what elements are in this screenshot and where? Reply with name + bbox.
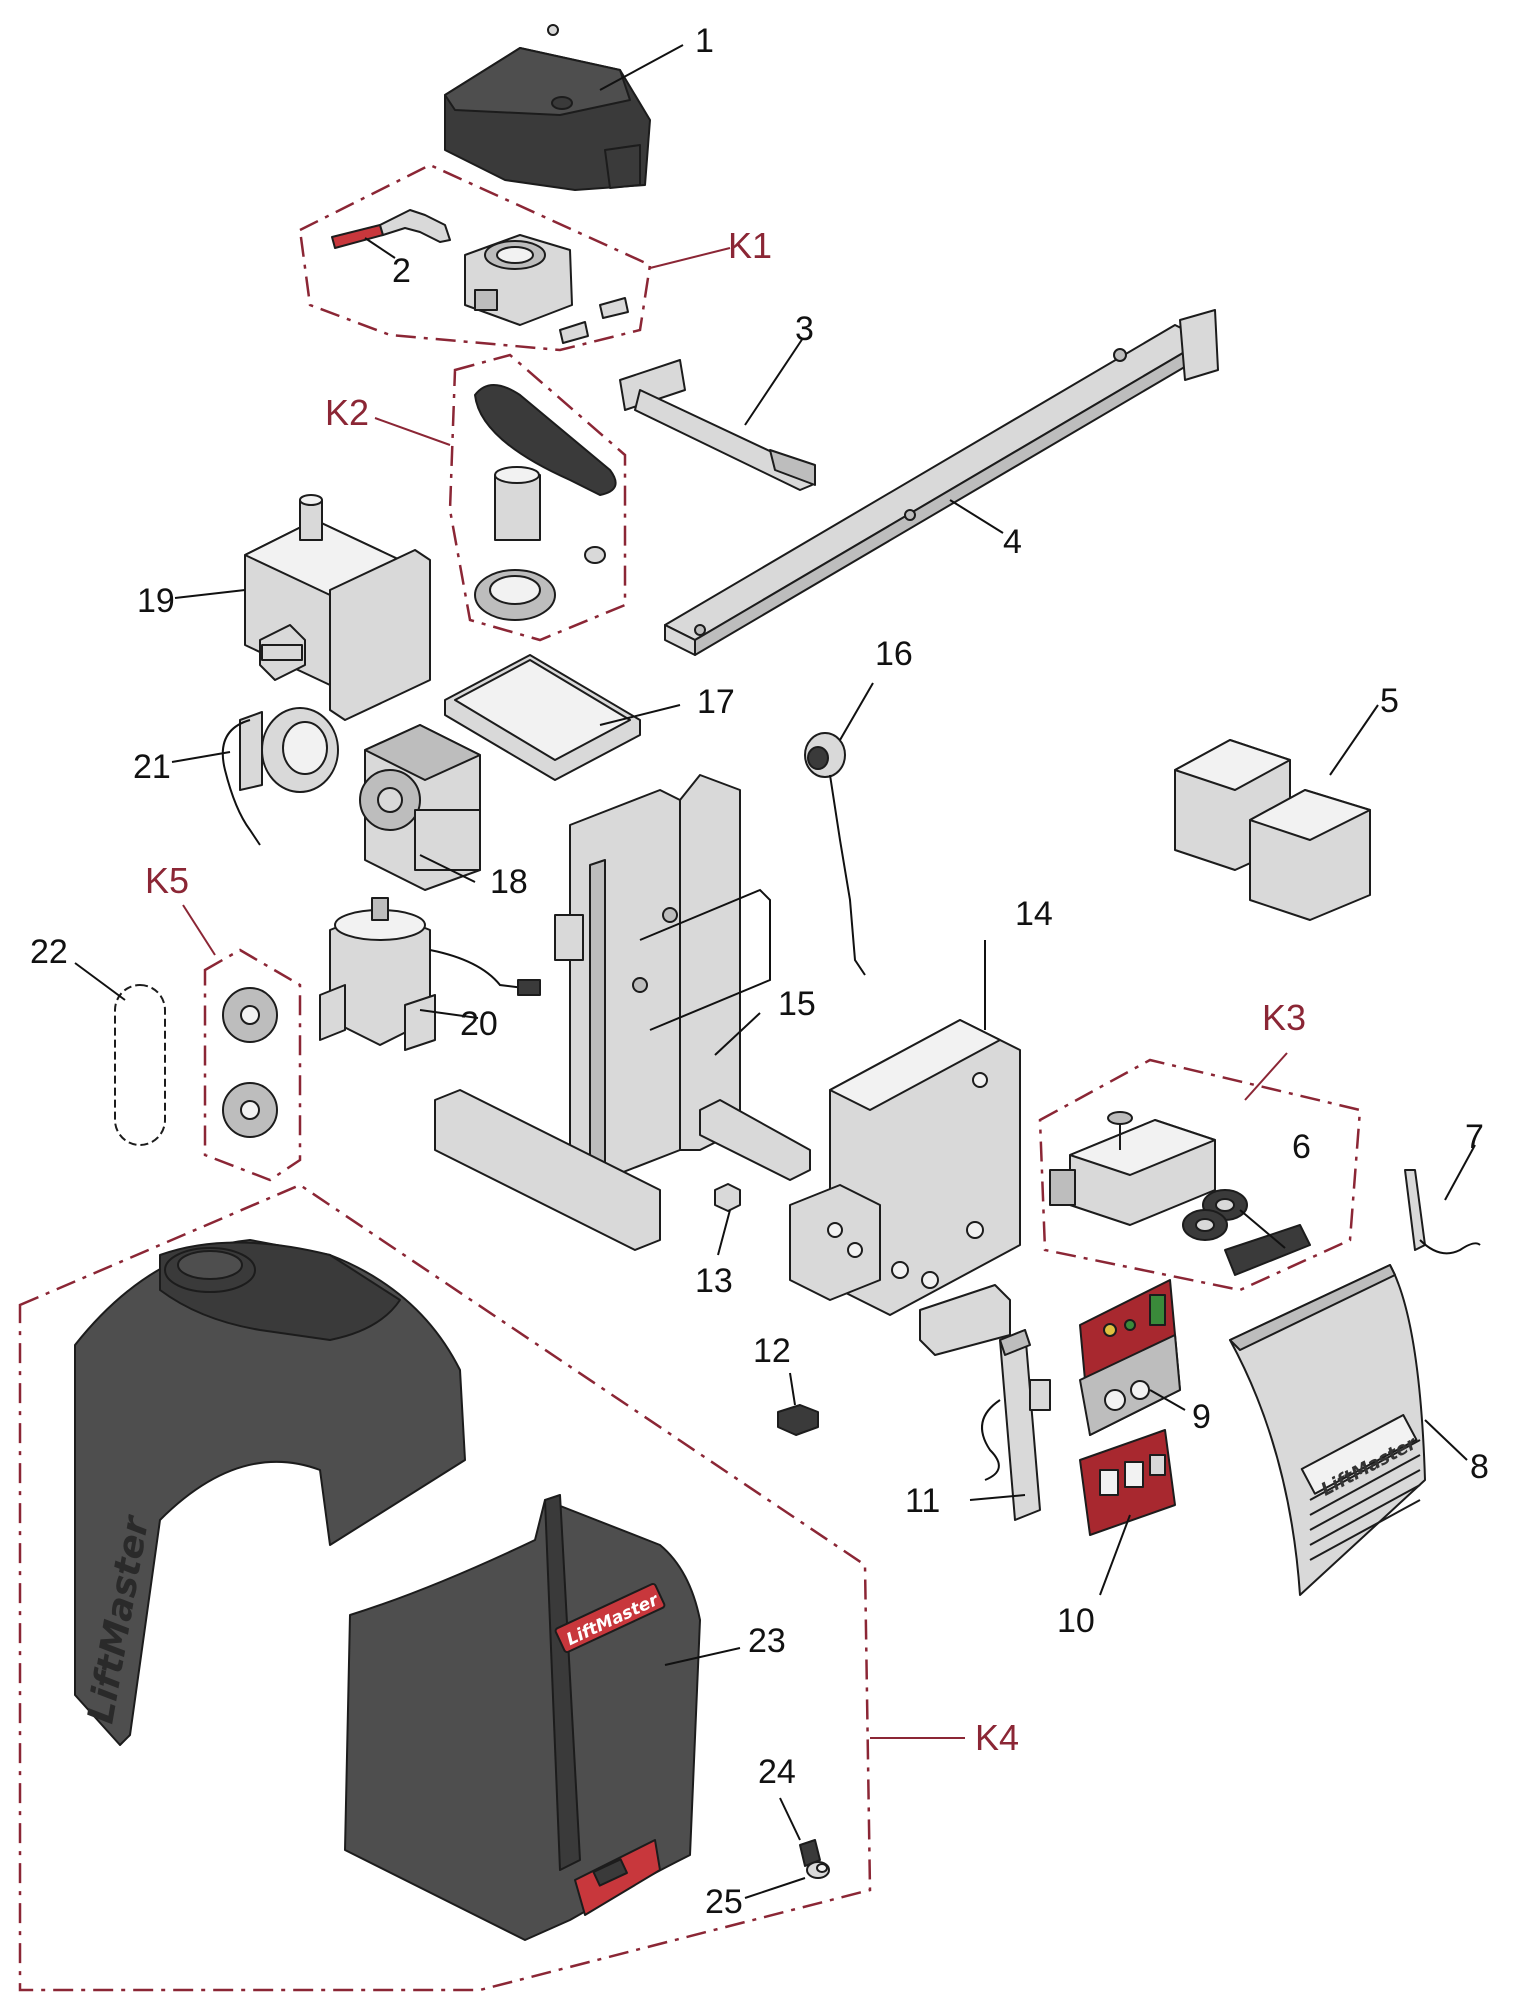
label-part-8: 8 bbox=[1470, 1448, 1489, 1486]
part-21-encoder bbox=[221, 707, 339, 846]
part-4-rail bbox=[664, 309, 1219, 656]
label-part-6: 6 bbox=[1292, 1128, 1311, 1166]
label-part-11: 11 bbox=[905, 1482, 940, 1520]
label-part-1: 1 bbox=[695, 22, 714, 60]
label-part-10: 10 bbox=[1057, 1602, 1095, 1640]
label-kit-k3: K3 bbox=[1262, 997, 1306, 1038]
part-19-gear-motor bbox=[244, 494, 431, 721]
kit-k5-sprockets bbox=[222, 987, 278, 1138]
part-12-switch bbox=[777, 1404, 819, 1436]
label-part-5: 5 bbox=[1380, 682, 1399, 720]
label-part-18: 18 bbox=[490, 863, 528, 901]
kit-k2-outline bbox=[448, 353, 627, 642]
kit-k3-outline bbox=[1038, 1058, 1362, 1292]
part-7-antenna bbox=[1404, 1169, 1481, 1255]
label-part-13: 13 bbox=[695, 1262, 733, 1300]
label-part-22: 22 bbox=[30, 933, 68, 971]
label-part-9: 9 bbox=[1192, 1398, 1211, 1436]
part-6-limit-assembly bbox=[1049, 1111, 1311, 1276]
part-3-bracket bbox=[619, 359, 816, 491]
part-13-small-switch bbox=[714, 1183, 741, 1212]
label-part-24: 24 bbox=[758, 1753, 796, 1791]
label-part-15: 15 bbox=[778, 985, 816, 1023]
label-part-21: 21 bbox=[133, 748, 171, 786]
leader-lines bbox=[74, 44, 1476, 1899]
front-cover-vent-lines bbox=[1309, 1439, 1421, 1561]
kit-k5-outline bbox=[203, 948, 302, 1182]
part-23-front-panel bbox=[344, 1494, 701, 1941]
part-18-gearbox bbox=[359, 724, 481, 891]
kit-k1-outline bbox=[298, 163, 652, 352]
label-part-14: 14 bbox=[1015, 895, 1053, 933]
kit-k4-housing-shell bbox=[74, 1239, 466, 1746]
label-part-20: 20 bbox=[460, 1005, 498, 1043]
part-9-control-board bbox=[1079, 1279, 1181, 1436]
part-15-chassis-frame bbox=[434, 774, 811, 1251]
label-part-3: 3 bbox=[795, 310, 814, 348]
label-kit-k4: K4 bbox=[975, 1717, 1019, 1758]
part-1-top-cover bbox=[444, 24, 651, 191]
part-25-lock-cylinder bbox=[806, 1861, 830, 1879]
part-17-tray bbox=[444, 654, 641, 781]
part-22-chain bbox=[114, 984, 166, 1146]
label-part-23: 23 bbox=[748, 1622, 786, 1660]
part-2-release-handle bbox=[331, 209, 451, 249]
part-20-motor bbox=[319, 897, 541, 1051]
label-kit-k5: K5 bbox=[145, 860, 189, 901]
part-8-front-cover bbox=[1229, 1264, 1426, 1596]
part-11-mounting-bracket bbox=[981, 1329, 1051, 1521]
label-part-12: 12 bbox=[753, 1332, 791, 1370]
part-24-lock bbox=[799, 1839, 821, 1867]
label-kit-k2: K2 bbox=[325, 392, 369, 433]
label-part-4: 4 bbox=[1003, 523, 1022, 561]
part-14-electronics-box bbox=[789, 1019, 1021, 1356]
label-part-16: 16 bbox=[875, 635, 913, 673]
part-16-sensor bbox=[804, 732, 866, 976]
label-kit-k1: K1 bbox=[728, 225, 772, 266]
label-part-19: 19 bbox=[137, 582, 175, 620]
kit-k2-chain-sprockets bbox=[474, 384, 617, 621]
part-5-batteries bbox=[1174, 739, 1371, 921]
kit-k1-collar bbox=[464, 234, 629, 344]
label-part-17: 17 bbox=[697, 683, 735, 721]
kit-k4-outline bbox=[18, 1183, 872, 1992]
label-part-2: 2 bbox=[392, 252, 411, 290]
label-part-25: 25 bbox=[705, 1883, 743, 1921]
kit-leader-lines bbox=[182, 247, 1288, 1739]
part-10-receiver-board bbox=[1079, 1429, 1176, 1536]
label-part-7: 7 bbox=[1465, 1118, 1484, 1156]
